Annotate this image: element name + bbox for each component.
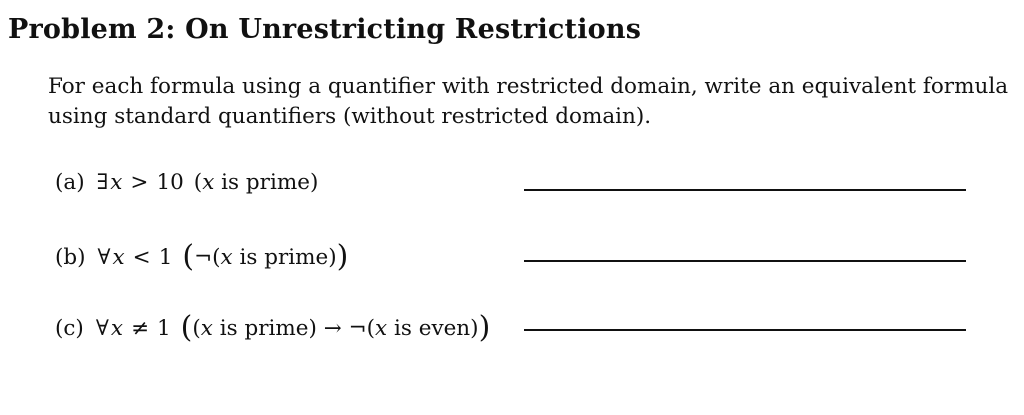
close-paren: ) — [309, 170, 319, 195]
bound-variable: x — [110, 170, 123, 195]
answer-line-a[interactable] — [524, 189, 966, 191]
answer-line-b[interactable] — [524, 260, 966, 262]
domain-bound: 10 — [156, 170, 184, 195]
intro-line-1: For each formula using a quantifier with… — [48, 74, 1009, 99]
close-paren-large: ) — [336, 239, 349, 274]
item-label: (b) — [55, 245, 86, 270]
problem-title: Problem 2: On Unrestricting Restrictions — [8, 14, 642, 45]
open-paren: ( — [193, 170, 203, 195]
open-paren-large: ( — [180, 310, 193, 345]
answer-line-c[interactable] — [524, 329, 966, 331]
predicate-text: is prime) → ¬( — [212, 316, 375, 341]
predicate-text: is prime — [214, 170, 310, 195]
open-paren-large: ( — [182, 239, 195, 274]
predicate-text: is prime) — [232, 245, 337, 270]
close-paren-large: ) — [478, 310, 491, 345]
predicate-variable: x — [202, 170, 215, 195]
quantifier-symbol: ∀ — [95, 316, 109, 341]
formula-item-a: (a) ∃ x > 10 ( x is prime ) — [55, 170, 318, 195]
predicate-text-2: is even) — [387, 316, 479, 341]
intro-line-2: using standard quantifiers (without rest… — [48, 104, 652, 129]
predicate-variable: x — [200, 316, 213, 341]
domain-bound: 1 — [158, 245, 173, 270]
formula-item-c: (c) ∀ x ≠ 1 ( ( x is prime) → ¬( x is ev… — [55, 310, 491, 345]
inner-open-paren: ( — [192, 316, 201, 341]
domain-bound: 1 — [156, 316, 171, 341]
relation-operator: ≠ — [130, 316, 149, 341]
relation-operator: > — [130, 170, 149, 195]
predicate-variable: x — [220, 245, 233, 270]
formula-item-b: (b) ∀ x < 1 ( ¬( x is prime) ) — [55, 239, 349, 274]
problem-intro: For each formula using a quantifier with… — [48, 72, 1009, 132]
quantifier-symbol: ∃ — [96, 170, 109, 195]
bound-variable: x — [112, 245, 125, 270]
item-label: (c) — [55, 316, 84, 341]
item-label: (a) — [55, 170, 85, 195]
quantifier-symbol: ∀ — [97, 245, 111, 270]
relation-operator: < — [132, 245, 151, 270]
bound-variable: x — [110, 316, 123, 341]
predicate-variable-2: x — [375, 316, 388, 341]
negation-open: ¬( — [194, 245, 221, 270]
